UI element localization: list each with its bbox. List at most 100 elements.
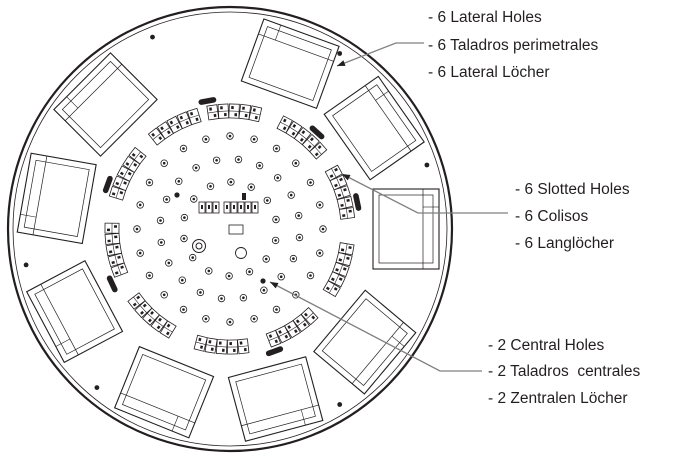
module-pin bbox=[301, 130, 306, 135]
connector-module bbox=[116, 165, 135, 182]
module-split bbox=[189, 114, 200, 119]
connector-module bbox=[150, 314, 169, 333]
led-dot bbox=[194, 166, 198, 170]
module-pin bbox=[132, 302, 137, 307]
connector-module bbox=[335, 251, 353, 267]
box-tab bbox=[66, 96, 79, 109]
module-pin bbox=[278, 330, 282, 334]
module-split bbox=[280, 121, 290, 127]
module-pin bbox=[166, 130, 171, 135]
lateral-holes bbox=[23, 34, 430, 407]
connector-module bbox=[159, 320, 177, 339]
slotted-hole bbox=[198, 97, 217, 105]
module-pin bbox=[268, 334, 273, 338]
connector-module bbox=[276, 115, 293, 134]
connector-module bbox=[134, 300, 153, 319]
transformer-box bbox=[313, 289, 417, 395]
box-outline bbox=[16, 152, 97, 245]
module-split bbox=[115, 188, 120, 199]
connector-module bbox=[112, 175, 131, 192]
terminal-pin bbox=[226, 205, 228, 209]
box-tab bbox=[55, 338, 71, 347]
led-dot bbox=[252, 137, 256, 141]
slotted-hole bbox=[265, 346, 284, 357]
connector-module bbox=[206, 104, 220, 121]
transformer-box bbox=[16, 152, 97, 245]
led-dot bbox=[220, 297, 223, 300]
module-pin bbox=[340, 248, 345, 252]
lateral-holes-label-es: - 6 Taladros perimetrales bbox=[428, 37, 599, 54]
connector-module bbox=[293, 126, 312, 146]
box-divider bbox=[120, 392, 195, 424]
transformer-boxes bbox=[16, 18, 440, 442]
connector-module bbox=[104, 222, 120, 234]
led-dot bbox=[192, 197, 196, 201]
module-split bbox=[111, 233, 114, 244]
module-pin bbox=[208, 340, 212, 344]
module-split bbox=[278, 331, 288, 337]
connector-module bbox=[329, 174, 348, 191]
connector-module bbox=[186, 107, 202, 126]
led-dot bbox=[167, 261, 171, 265]
box-outline bbox=[372, 188, 440, 270]
central-holes bbox=[174, 192, 266, 284]
module-split bbox=[298, 132, 307, 140]
module-pin bbox=[189, 111, 194, 116]
led-dot bbox=[292, 257, 295, 260]
module-pin bbox=[287, 325, 292, 329]
module-pin bbox=[166, 323, 171, 328]
led-rings bbox=[133, 132, 327, 326]
led-dot bbox=[294, 161, 298, 165]
connector-module bbox=[215, 338, 228, 355]
connector-module bbox=[127, 292, 146, 310]
connector-module bbox=[166, 115, 183, 134]
module-pin bbox=[127, 171, 132, 176]
module-split bbox=[314, 146, 322, 155]
module-split bbox=[345, 243, 348, 254]
module-split bbox=[155, 320, 164, 327]
connector-module bbox=[156, 121, 174, 140]
module-split bbox=[342, 254, 346, 265]
led-dot bbox=[274, 239, 277, 242]
module-pin bbox=[295, 319, 300, 324]
plate-inner-rim bbox=[12, 11, 448, 447]
led-dot bbox=[309, 274, 312, 277]
module-pin bbox=[325, 286, 330, 291]
central-hole bbox=[174, 192, 180, 198]
led-dot bbox=[274, 218, 278, 221]
module-pin bbox=[150, 310, 154, 315]
module-split bbox=[336, 177, 341, 188]
connector-module bbox=[176, 111, 193, 130]
module-pin bbox=[136, 295, 141, 300]
connector-module bbox=[283, 319, 302, 339]
module-split bbox=[207, 111, 218, 114]
module-pin bbox=[340, 203, 344, 207]
lateral-holes-label-de: - 6 Lateral Löcher bbox=[428, 64, 550, 81]
connector-module bbox=[122, 155, 141, 173]
slotted-hole bbox=[106, 275, 118, 293]
module-split bbox=[123, 169, 129, 179]
terminal-pin bbox=[254, 205, 256, 209]
led-dot bbox=[227, 274, 231, 278]
connector-module bbox=[104, 232, 121, 245]
module-pin bbox=[106, 228, 110, 232]
module-split bbox=[152, 133, 161, 140]
led-dot bbox=[229, 180, 233, 184]
led-dot bbox=[182, 147, 185, 150]
module-pin bbox=[282, 126, 287, 131]
led-dot bbox=[160, 241, 163, 244]
connector-module bbox=[322, 280, 341, 298]
connector-module bbox=[292, 313, 311, 333]
box-tab bbox=[171, 416, 179, 432]
module-pin bbox=[123, 181, 127, 185]
module-split bbox=[329, 284, 335, 294]
module-pin bbox=[338, 258, 343, 262]
lateral-hole bbox=[23, 262, 29, 268]
led-dot bbox=[318, 251, 322, 255]
slotted-holes-leader bbox=[341, 173, 508, 214]
module-pin bbox=[213, 113, 217, 118]
connector-module bbox=[237, 338, 250, 355]
module-pin bbox=[244, 113, 248, 118]
box-divider bbox=[351, 322, 404, 384]
